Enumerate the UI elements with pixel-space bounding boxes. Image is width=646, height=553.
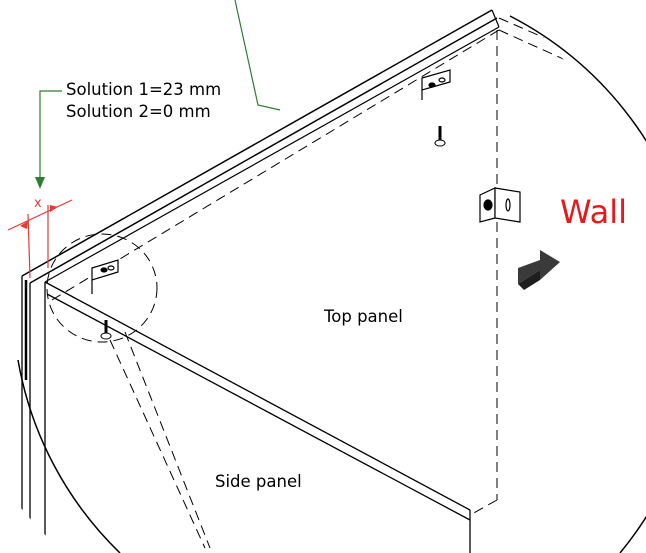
screw-icon <box>434 126 446 147</box>
dimension-x <box>7 199 73 279</box>
detail-leaders <box>109 331 211 549</box>
top-leader <box>234 0 281 111</box>
side-panel-edges <box>21 276 471 553</box>
angle-bracket-icon <box>91 259 119 294</box>
side-panel-label: Side panel <box>215 472 302 491</box>
solution-1-label: Solution 1=23 mm <box>66 80 222 99</box>
detail-callout-circle <box>46 233 158 343</box>
dimension-x-label: x <box>34 196 42 211</box>
arrow-right-icon <box>518 250 560 290</box>
wall-label: Wall <box>560 193 627 231</box>
angle-bracket-icon <box>421 69 451 100</box>
detail-circle <box>17 15 646 553</box>
top-panel-label: Top panel <box>324 307 403 326</box>
wall-hidden-edges <box>469 30 498 516</box>
top-panel-edge <box>21 9 601 301</box>
solution-2-label: Solution 2=0 mm <box>66 102 211 121</box>
screw-icon <box>100 320 112 340</box>
wall-bracket-icon <box>479 187 521 223</box>
solution-leader <box>35 90 62 189</box>
